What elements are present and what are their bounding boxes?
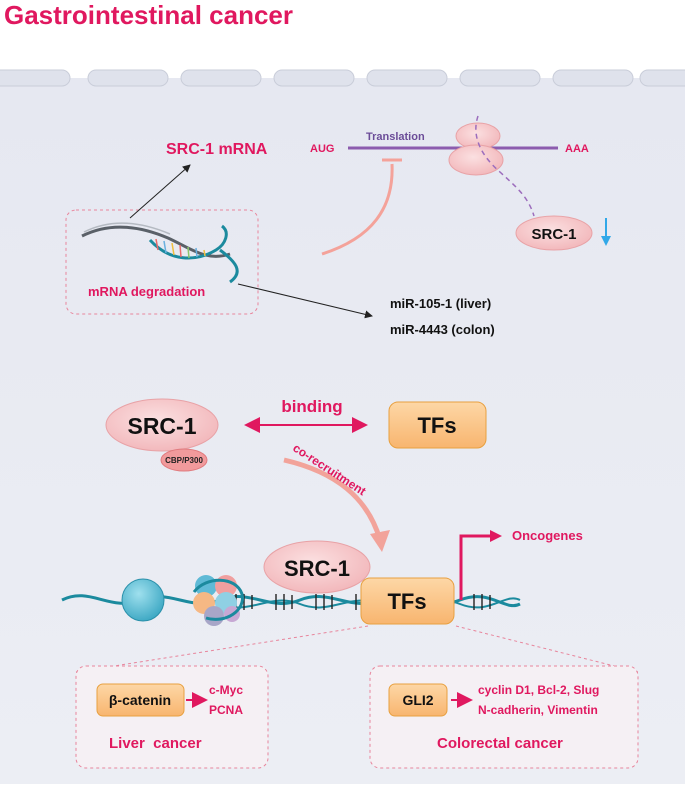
- oncogenes-label: Oncogenes: [512, 528, 583, 543]
- src1-ellipse: [105, 398, 219, 452]
- arrow-to-mrna-label: [129, 164, 191, 219]
- translation-label: Translation: [366, 131, 425, 143]
- mirna-colon: miR-4443 (colon): [390, 322, 495, 337]
- tfs-chromatin-box: [360, 577, 455, 625]
- mirna-liver: miR-105-1 (liver): [390, 296, 491, 311]
- src1-chromatin-label: SRC-1: [284, 556, 350, 581]
- page-title: Gastrointestinal cancer: [4, 0, 293, 30]
- liver-cancer-label: Liver cancer: [109, 735, 202, 752]
- src1-label: SRC-1: [127, 413, 196, 439]
- src1-chromatin-ellipse: [263, 540, 371, 594]
- liver-cancer-box: [75, 665, 269, 769]
- liver-target-1: c-Myc: [209, 683, 243, 697]
- liver-target-2: PCNA: [209, 703, 243, 717]
- tfs-box: [388, 401, 487, 449]
- mrna-degradation-label: mRNA degradation: [88, 284, 205, 299]
- membrane: [0, 69, 685, 87]
- histone-complex-icon: [192, 575, 244, 626]
- arrow-to-mirna: [237, 283, 373, 319]
- ribosome-icon: [448, 122, 504, 176]
- gli2-label: GLI2: [402, 692, 433, 708]
- src1-protein-label: SRC-1: [531, 226, 576, 243]
- src1-mrna-label: SRC-1 mRNA: [166, 141, 268, 158]
- tfs-chromatin-label: TFs: [387, 589, 426, 614]
- projection-line-right: [455, 625, 639, 673]
- binding-label: binding: [281, 397, 342, 416]
- tfs-label: TFs: [417, 413, 456, 438]
- projection-line-left: [75, 625, 369, 673]
- beta-catenin-label: β-catenin: [109, 692, 171, 708]
- oncogenes-arrow: [459, 534, 492, 600]
- mrna-degradation-box: [65, 209, 259, 315]
- gli2-box: [388, 683, 448, 717]
- co-recruitment-arrow: [283, 457, 383, 541]
- co-recruitment-arrowhead: [370, 530, 390, 552]
- nascent-peptide: [475, 115, 535, 217]
- inhibition-arc: [321, 163, 394, 256]
- down-arrow-icon: [601, 218, 611, 246]
- aug-label: AUG: [310, 143, 334, 155]
- colorectal-target-2: N-cadherin, Vimentin: [478, 703, 598, 717]
- colorectal-target-1: cyclin D1, Bcl-2, Slug: [478, 683, 599, 697]
- colorectal-cancer-label: Colorectal cancer: [437, 735, 563, 752]
- mrna-strand-icon: [81, 222, 239, 284]
- oncogenes-arrowhead: [490, 530, 502, 542]
- aaa-label: AAA: [565, 143, 589, 155]
- colorectal-cancer-box: [369, 665, 639, 769]
- nucleosome-icon: [121, 578, 165, 622]
- beta-catenin-box: [96, 683, 185, 717]
- cbp-p300-label: CBP/P300: [165, 456, 203, 465]
- src1-protein-ellipse: [515, 215, 593, 251]
- cbp-p300-ellipse: [160, 448, 208, 472]
